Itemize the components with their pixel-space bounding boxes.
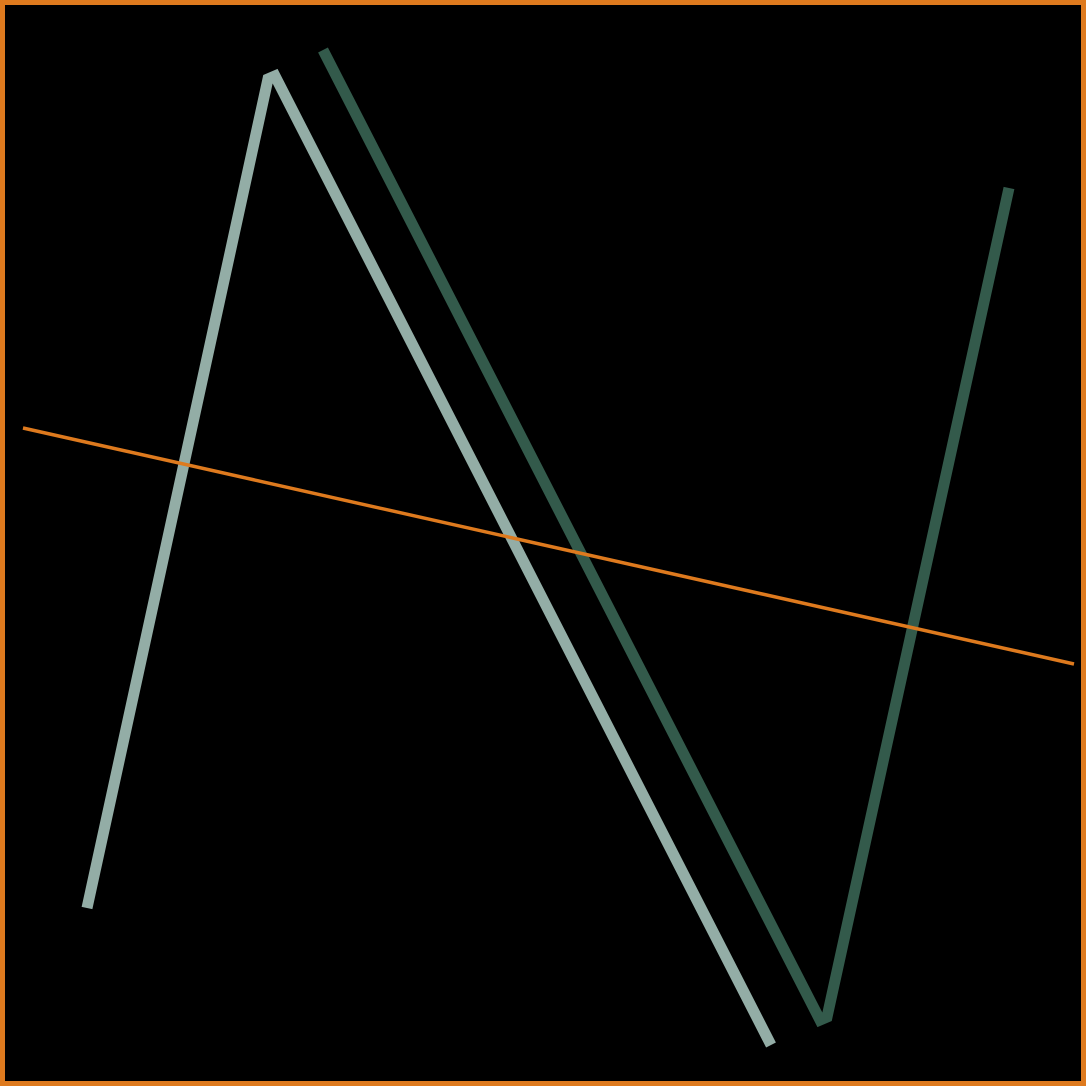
- dark-zigzag-line: [318, 47, 1015, 1028]
- light-zigzag-line: [81, 68, 776, 1048]
- line-art-svg: [22, 47, 1075, 1048]
- orange-cross-line: [22, 426, 1075, 666]
